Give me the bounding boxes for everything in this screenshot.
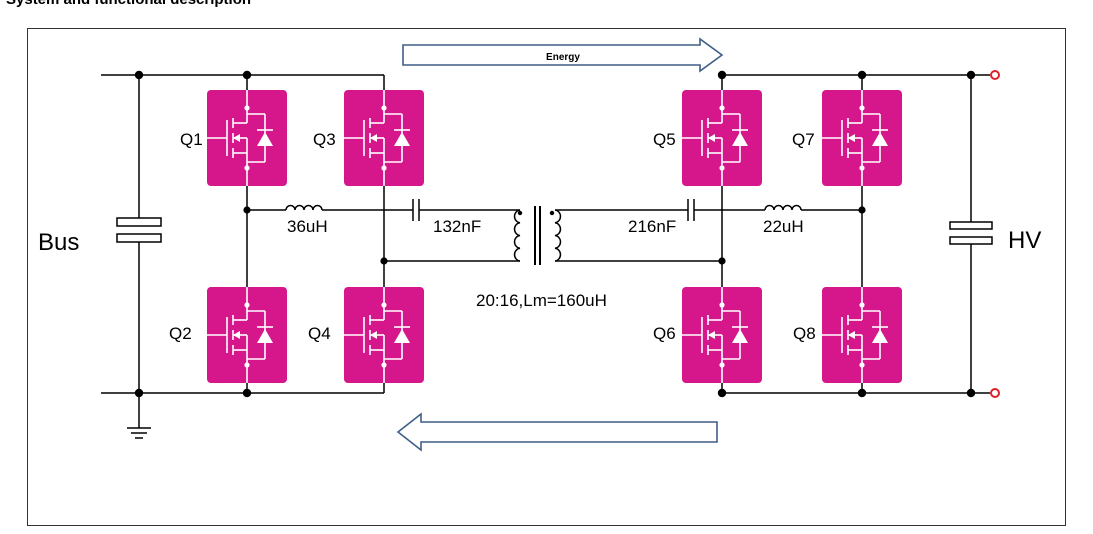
switch-q7 <box>821 89 903 187</box>
hv-rails <box>722 74 990 394</box>
label-q1: Q1 <box>180 130 203 149</box>
label-q3: Q3 <box>313 130 336 149</box>
label-q7: Q7 <box>792 130 815 149</box>
secondary-resonant-path <box>555 199 862 262</box>
switch-q4 <box>343 286 425 384</box>
capacitor-secondary-value: 216nF <box>628 217 676 236</box>
section-heading: System and functional description <box>6 0 251 8</box>
diagram-frame <box>27 28 1066 526</box>
energy-label: Energy <box>546 52 580 63</box>
bus-capacitor <box>116 217 162 243</box>
inductor-primary-value: 36uH <box>287 217 328 236</box>
hv-label: HV <box>1008 227 1041 254</box>
label-q8: Q8 <box>793 324 816 343</box>
ground-icon <box>127 427 151 439</box>
primary-bus-rails <box>101 74 384 428</box>
transformer-icon <box>513 206 562 265</box>
switch-q3 <box>343 89 425 187</box>
label-q4: Q4 <box>308 324 331 343</box>
energy-forward-arrow <box>402 37 724 73</box>
junction-dots <box>134 70 976 398</box>
switch-q6 <box>681 286 763 384</box>
label-q5: Q5 <box>653 130 676 149</box>
inductor-secondary-value: 22uH <box>763 217 804 236</box>
hv-capacitor <box>949 221 993 245</box>
primary-resonant-path <box>247 199 520 262</box>
energy-reverse-arrow <box>396 412 718 452</box>
label-q6: Q6 <box>653 324 676 343</box>
transformer-value: 20:16,Lm=160uH <box>476 291 607 310</box>
hv-terminals <box>990 70 1000 398</box>
switch-q5 <box>681 89 763 187</box>
capacitor-primary-value: 132nF <box>433 217 481 236</box>
label-q2: Q2 <box>169 324 192 343</box>
switch-q1 <box>206 89 288 187</box>
switch-q2 <box>206 286 288 384</box>
bus-label: Bus <box>38 229 79 256</box>
switch-q8 <box>821 286 903 384</box>
